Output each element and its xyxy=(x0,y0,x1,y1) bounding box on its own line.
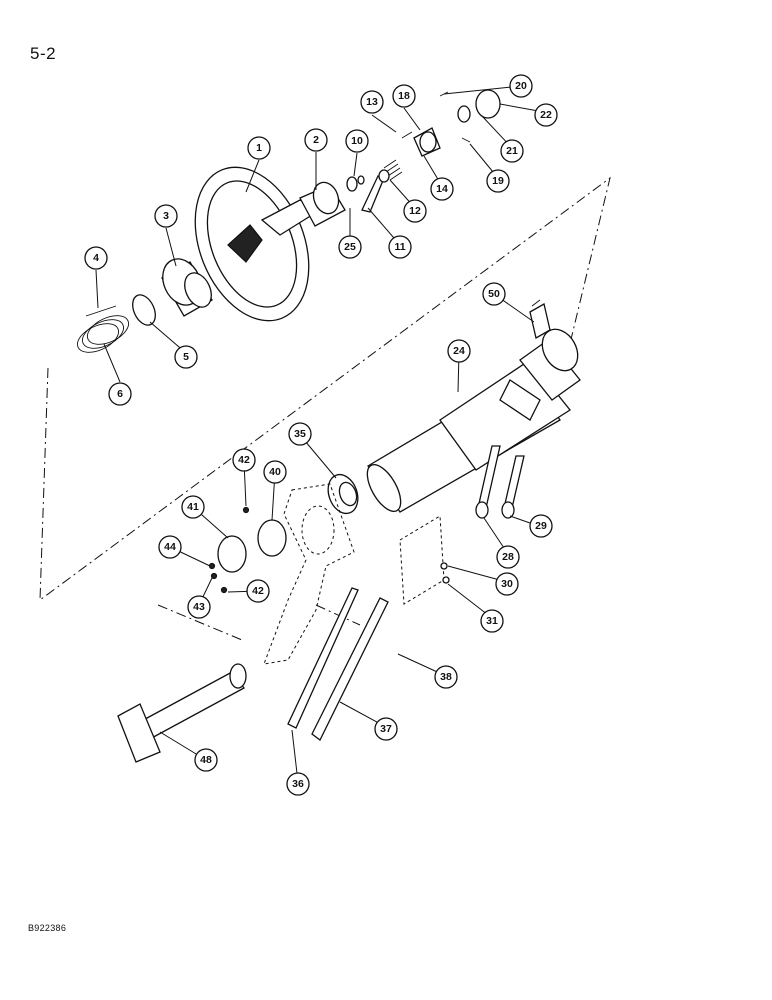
callout-29: 29 xyxy=(529,514,553,538)
callout-4: 4 xyxy=(84,246,108,270)
callout-31: 31 xyxy=(480,609,504,633)
svg-text:50: 50 xyxy=(488,288,500,300)
svg-text:5: 5 xyxy=(183,351,189,363)
callout-14: 14 xyxy=(430,177,454,201)
levers xyxy=(475,445,525,519)
callout-40: 40 xyxy=(263,460,287,484)
mount-bracket xyxy=(399,515,450,605)
callout-22: 22 xyxy=(534,103,558,127)
svg-text:42: 42 xyxy=(238,454,250,466)
callout-48: 48 xyxy=(194,748,218,772)
callout-37: 37 xyxy=(374,717,398,741)
switch xyxy=(529,299,551,339)
hub-spacer xyxy=(299,181,346,227)
svg-text:21: 21 xyxy=(506,145,518,157)
svg-text:11: 11 xyxy=(394,241,405,253)
callout-2: 2 xyxy=(304,128,328,152)
svg-text:18: 18 xyxy=(398,90,410,102)
column-tube xyxy=(366,328,581,513)
svg-text:25: 25 xyxy=(344,241,356,253)
svg-text:3: 3 xyxy=(163,210,169,222)
callout-19: 19 xyxy=(486,169,510,193)
svg-text:2: 2 xyxy=(313,134,319,146)
o-rings xyxy=(76,315,130,353)
svg-text:19: 19 xyxy=(492,175,504,187)
callout-30: 30 xyxy=(495,572,519,596)
svg-text:22: 22 xyxy=(540,109,552,121)
callout-6: 6 xyxy=(108,382,132,406)
screw-4 xyxy=(85,305,117,317)
svg-text:44: 44 xyxy=(164,541,176,553)
callout-11: 11 xyxy=(388,235,412,259)
svg-text:13: 13 xyxy=(366,96,378,108)
callout-38: 38 xyxy=(434,665,458,689)
callout-44: 44 xyxy=(158,535,182,559)
svg-text:38: 38 xyxy=(440,671,452,683)
callout-12: 12 xyxy=(403,199,427,223)
svg-text:31: 31 xyxy=(486,615,498,627)
upper-small-parts xyxy=(346,89,501,213)
callout-36: 36 xyxy=(286,772,310,796)
callout-5: 5 xyxy=(174,345,198,369)
svg-text:29: 29 xyxy=(535,520,547,532)
svg-text:24: 24 xyxy=(453,345,465,357)
assembly-boundary-lines xyxy=(39,176,611,641)
svg-text:42: 42 xyxy=(252,585,264,597)
callout-28: 28 xyxy=(496,545,520,569)
callout-10: 10 xyxy=(345,129,369,153)
svg-text:35: 35 xyxy=(294,428,306,440)
callout-50: 50 xyxy=(482,282,506,306)
svg-text:10: 10 xyxy=(351,135,363,147)
svg-text:4: 4 xyxy=(93,252,99,264)
svg-text:14: 14 xyxy=(436,183,448,195)
callout-1: 1 xyxy=(247,136,271,160)
callout-41: 41 xyxy=(181,495,205,519)
svg-text:36: 36 xyxy=(292,778,304,790)
svg-text:12: 12 xyxy=(409,205,421,217)
retaining-ring xyxy=(132,294,156,326)
svg-text:28: 28 xyxy=(502,551,514,563)
upper-collar xyxy=(161,258,213,317)
lower-shaft xyxy=(117,663,247,763)
svg-text:20: 20 xyxy=(515,80,527,92)
callout-18: 18 xyxy=(392,84,416,108)
figure-id: B922386 xyxy=(28,923,67,933)
callout-13: 13 xyxy=(360,90,384,114)
svg-text:41: 41 xyxy=(187,501,199,513)
trim-panels xyxy=(287,587,389,741)
svg-text:30: 30 xyxy=(501,578,513,590)
callout-24: 24 xyxy=(447,339,471,363)
svg-text:6: 6 xyxy=(117,388,123,400)
callout-20: 20 xyxy=(509,74,533,98)
coupling-assembly xyxy=(208,506,287,594)
callout-25: 25 xyxy=(338,235,362,259)
callout-42-upper: 42 xyxy=(232,448,256,472)
svg-text:43: 43 xyxy=(193,601,205,613)
svg-text:37: 37 xyxy=(380,723,392,735)
page-number: 5-2 xyxy=(30,44,57,63)
svg-text:40: 40 xyxy=(269,466,281,478)
callout-21: 21 xyxy=(500,139,524,163)
callout-42-lower: 42 xyxy=(246,579,270,603)
svg-text:1: 1 xyxy=(256,142,262,154)
callout-3: 3 xyxy=(154,204,178,228)
svg-text:48: 48 xyxy=(200,754,212,766)
boot-seal xyxy=(263,483,355,665)
bearing xyxy=(327,473,359,515)
callout-43: 43 xyxy=(187,595,211,619)
callout-35: 35 xyxy=(288,422,312,446)
